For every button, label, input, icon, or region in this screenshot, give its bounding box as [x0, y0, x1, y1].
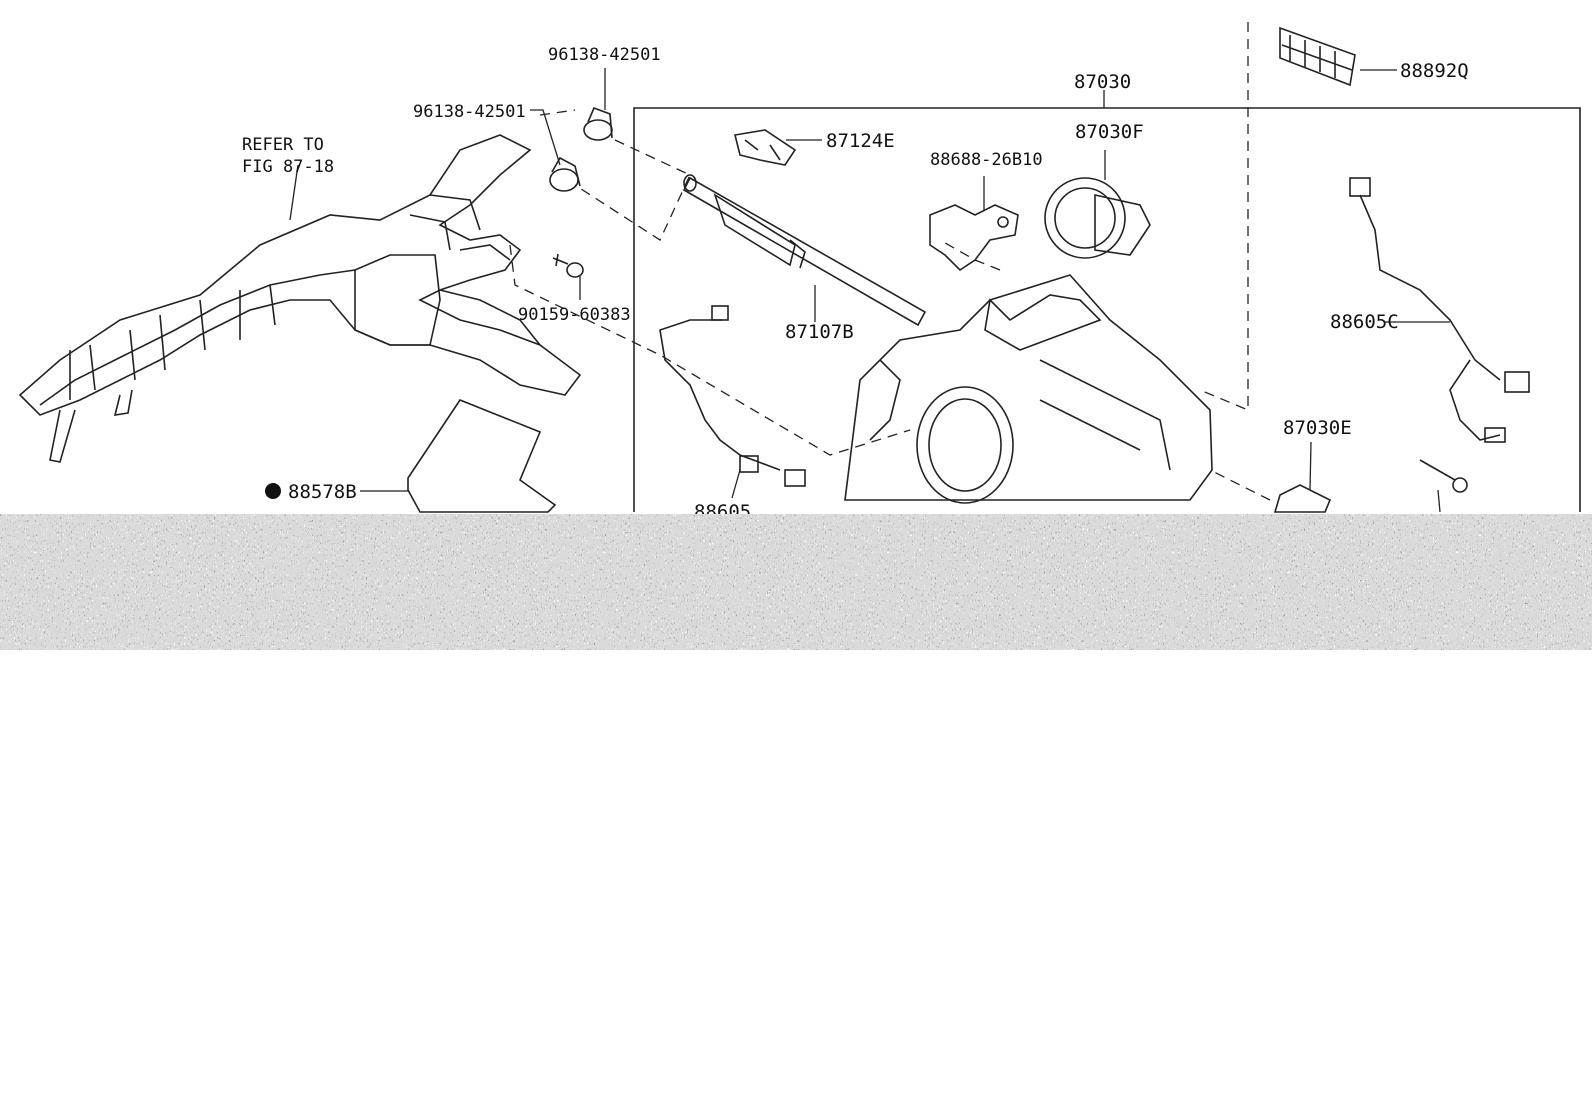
part-labels: REFER TO FIG 87-18 96138-42501 96138-425…: [242, 45, 1469, 523]
duct-assembly-drawing: [18, 134, 582, 463]
wire-harness-drawing: [659, 305, 806, 487]
label-90159-60383: 90159-60383: [518, 305, 631, 325]
filter-drawing: [1279, 26, 1356, 87]
label-87107B: 87107B: [785, 321, 854, 343]
label-87030F: 87030F: [1075, 121, 1144, 143]
rod-drawing: [682, 174, 927, 327]
sensor-drawing: [1419, 459, 1468, 513]
label-87030E: 87030E: [1283, 417, 1352, 439]
label-88688-26B10: 88688-26B10: [930, 150, 1043, 170]
bracket-drawing: [734, 129, 797, 166]
label-88578B: 88578B: [288, 481, 357, 503]
label-87030: 87030: [1074, 71, 1131, 93]
screw-drawing: [552, 253, 584, 278]
dashed-reference-lines: [509, 22, 1271, 501]
wire-harness-c-drawing: [1349, 177, 1530, 443]
label-87124E: 87124E: [826, 130, 895, 152]
clamp-drawing: [549, 106, 613, 192]
assembly-frame: [633, 107, 1581, 512]
refer-fig-label: FIG 87-18: [242, 157, 334, 177]
module-drawing: [1273, 484, 1332, 513]
label-88892Q: 88892Q: [1400, 60, 1469, 82]
sheet-drawing: [407, 399, 557, 513]
label-96138-42501-top: 96138-42501: [548, 45, 661, 65]
refer-to-label: REFER TO: [242, 135, 324, 155]
leader-lines: [289, 68, 1450, 499]
new-part-bullet-icon: [265, 483, 281, 499]
label-96138-42501-left: 96138-42501: [413, 102, 526, 122]
blower-housing-drawing: [844, 274, 1213, 504]
motor-drawing: [1044, 177, 1151, 259]
corrupted-band-dense: [0, 514, 1592, 650]
corrupted-band-sparse: [0, 650, 1592, 1099]
plate-drawing: [929, 204, 1019, 272]
label-88605C: 88605C: [1330, 311, 1399, 333]
